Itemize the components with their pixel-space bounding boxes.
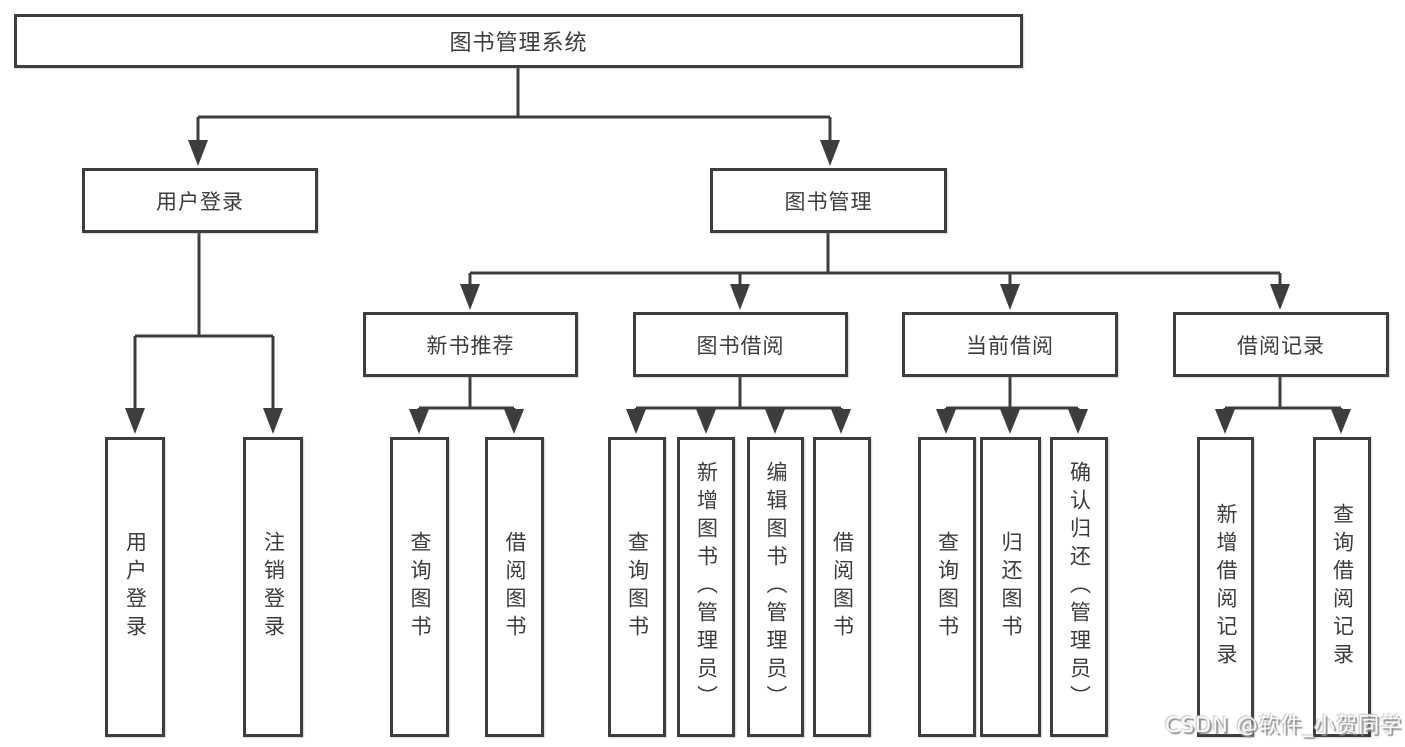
leaf-query-books-borrow: 查询图书 <box>608 437 666 737</box>
leaf-query-books-current-label: 查询图书 <box>935 531 960 643</box>
leaf-query-books-current: 查询图书 <box>918 437 976 737</box>
leaf-logout-label: 注销登录 <box>261 531 286 643</box>
leaf-edit-book-admin-label: 编辑图书（管理员） <box>764 461 788 713</box>
node-current-borrow-label: 当前借阅 <box>966 333 1054 358</box>
leaf-add-borrow-record-label: 新增借阅记录 <box>1214 503 1238 671</box>
node-current-borrow: 当前借阅 <box>902 312 1118 377</box>
leaf-query-books-recommend: 查询图书 <box>390 437 449 737</box>
leaf-confirm-return-admin: 确认归还（管理员） <box>1050 437 1108 737</box>
leaf-borrow-books-recommend-label: 借阅图书 <box>503 531 527 643</box>
node-borrow-records-label: 借阅记录 <box>1237 333 1325 358</box>
node-book-borrow: 图书借阅 <box>633 312 848 377</box>
leaf-query-borrow-record-label: 查询借阅记录 <box>1330 503 1355 671</box>
leaf-add-book-admin: 新增图书（管理员） <box>677 437 735 737</box>
leaf-query-books-borrow-label: 查询图书 <box>625 531 650 643</box>
leaf-return-book-label: 归还图书 <box>999 531 1023 643</box>
leaf-query-books-recommend-label: 查询图书 <box>408 531 432 643</box>
node-user-login: 用户登录 <box>82 168 318 233</box>
node-new-book-recommend-label: 新书推荐 <box>426 333 515 358</box>
node-book-management-label: 图书管理 <box>784 189 873 214</box>
node-new-book-recommend: 新书推荐 <box>363 312 578 377</box>
watermark: CSDN @软件_小贺同学 <box>1164 713 1402 737</box>
node-book-management: 图书管理 <box>710 168 947 233</box>
leaf-edit-book-admin: 编辑图书（管理员） <box>747 437 804 737</box>
node-root: 图书管理系统 <box>14 14 1023 68</box>
node-root-label: 图书管理系统 <box>449 31 588 56</box>
leaf-user-login-label: 用户登录 <box>123 531 148 643</box>
leaf-query-borrow-record: 查询借阅记录 <box>1313 437 1371 737</box>
leaf-add-book-admin-label: 新增图书（管理员） <box>694 461 719 713</box>
leaf-logout: 注销登录 <box>243 437 303 737</box>
node-book-borrow-label: 图书借阅 <box>696 333 785 358</box>
leaf-add-borrow-record: 新增借阅记录 <box>1197 437 1254 737</box>
leaf-user-login: 用户登录 <box>105 437 165 737</box>
node-borrow-records: 借阅记录 <box>1173 312 1389 377</box>
leaf-borrow-books-borrow: 借阅图书 <box>813 437 871 737</box>
leaf-borrow-books-borrow-label: 借阅图书 <box>830 531 855 643</box>
node-user-login-label: 用户登录 <box>156 189 244 214</box>
leaf-return-book: 归还图书 <box>980 437 1041 737</box>
leaf-confirm-return-admin-label: 确认归还（管理员） <box>1067 461 1092 713</box>
leaf-borrow-books-recommend: 借阅图书 <box>485 437 544 737</box>
